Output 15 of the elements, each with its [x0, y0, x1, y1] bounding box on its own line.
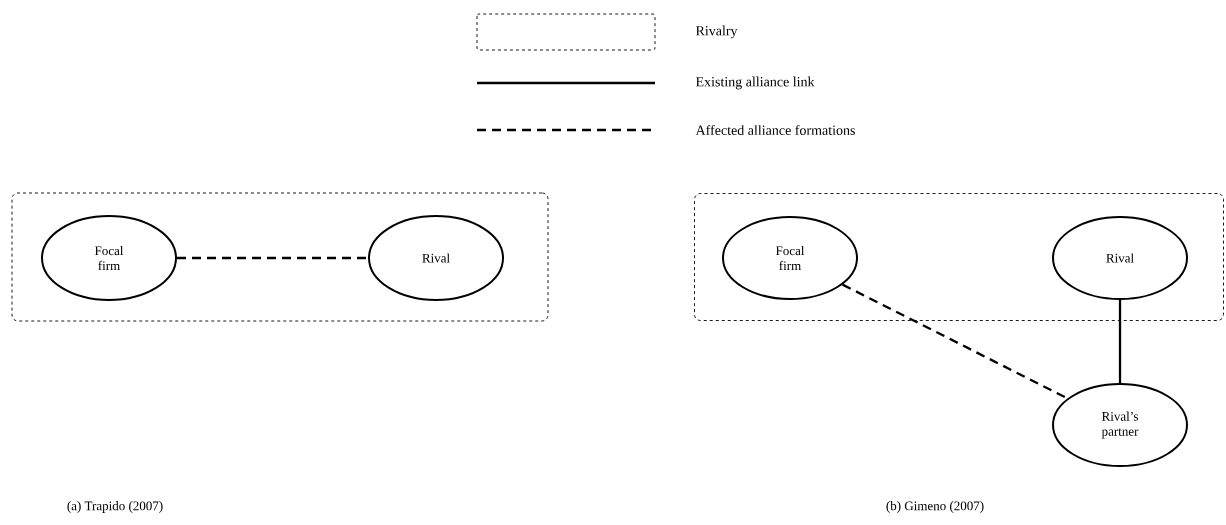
panel-caption: (b) Gimeno (2007): [886, 501, 984, 513]
connector-line: [842, 283, 1068, 400]
ellipse-node: Rival’s partner: [1052, 383, 1188, 467]
rivalry-box: [11, 192, 549, 322]
rivalry-box: [694, 193, 1224, 321]
connector-line: [177, 256, 368, 260]
ellipse-node: Focal firm: [41, 215, 177, 301]
legend-label: Rivalry: [695, 25, 738, 39]
ellipse-node: Rival: [368, 215, 504, 301]
ellipse-node: Focal firm: [722, 216, 858, 300]
legend-label: Affected alliance formations: [695, 125, 855, 135]
connector-line: [1118, 300, 1122, 383]
panel-caption: (a) Trapido (2007): [67, 501, 163, 513]
ellipse-node: Rival: [1052, 216, 1188, 300]
legend-label: Existing alliance link: [695, 76, 815, 90]
